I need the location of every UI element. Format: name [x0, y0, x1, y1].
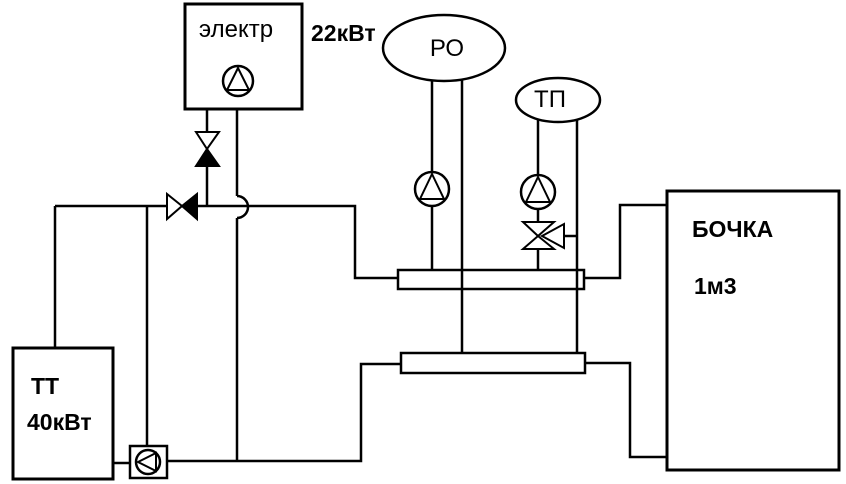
pipe-return-run-to-manifold [167, 362, 401, 463]
solid-fuel-boiler-power-label: 40кВт [27, 409, 92, 435]
radiator-circuit-label: РО [430, 35, 464, 62]
floor-heating-circuit: ТП [514, 76, 602, 250]
pump-icon [134, 448, 162, 476]
buffer-tank: БОЧКА 1м3 [665, 189, 841, 472]
floor-heating-label: ТП [534, 86, 566, 113]
buffer-tank-label: БОЧКА [692, 216, 773, 242]
shutoff-valve-vertical-icon [194, 131, 221, 167]
pump-icon [519, 173, 557, 211]
three-way-valve-icon [520, 221, 565, 250]
electric-boiler: электр [183, 2, 304, 111]
radiator-circuit-ellipse [381, 13, 507, 83]
pump-icon [413, 170, 451, 208]
circulation-pump-box [128, 444, 169, 480]
pump-icon [221, 64, 255, 98]
electric-boiler-power-label: 22кВт [311, 20, 376, 46]
buffer-tank-box [665, 189, 841, 472]
pipe-return-manifold-to-tank [585, 361, 667, 459]
supply-manifold [396, 268, 586, 291]
radiator-circuit: РО [381, 13, 507, 208]
solid-fuel-boiler: ТТ 40кВт [11, 346, 115, 481]
pipe-supply-manifold-to-tank [584, 203, 667, 280]
pipe-upper-run-to-supply-manifold [197, 204, 398, 280]
return-manifold [399, 351, 587, 375]
solid-fuel-boiler-box [11, 346, 115, 481]
electric-boiler-label: электр [199, 16, 273, 43]
solid-fuel-boiler-label: ТТ [31, 373, 59, 399]
shutoff-valve-horizontal-icon [166, 191, 198, 222]
buffer-tank-volume-label: 1м3 [694, 273, 737, 299]
pipes [53, 80, 667, 465]
floor-heating-ellipse [514, 76, 602, 124]
